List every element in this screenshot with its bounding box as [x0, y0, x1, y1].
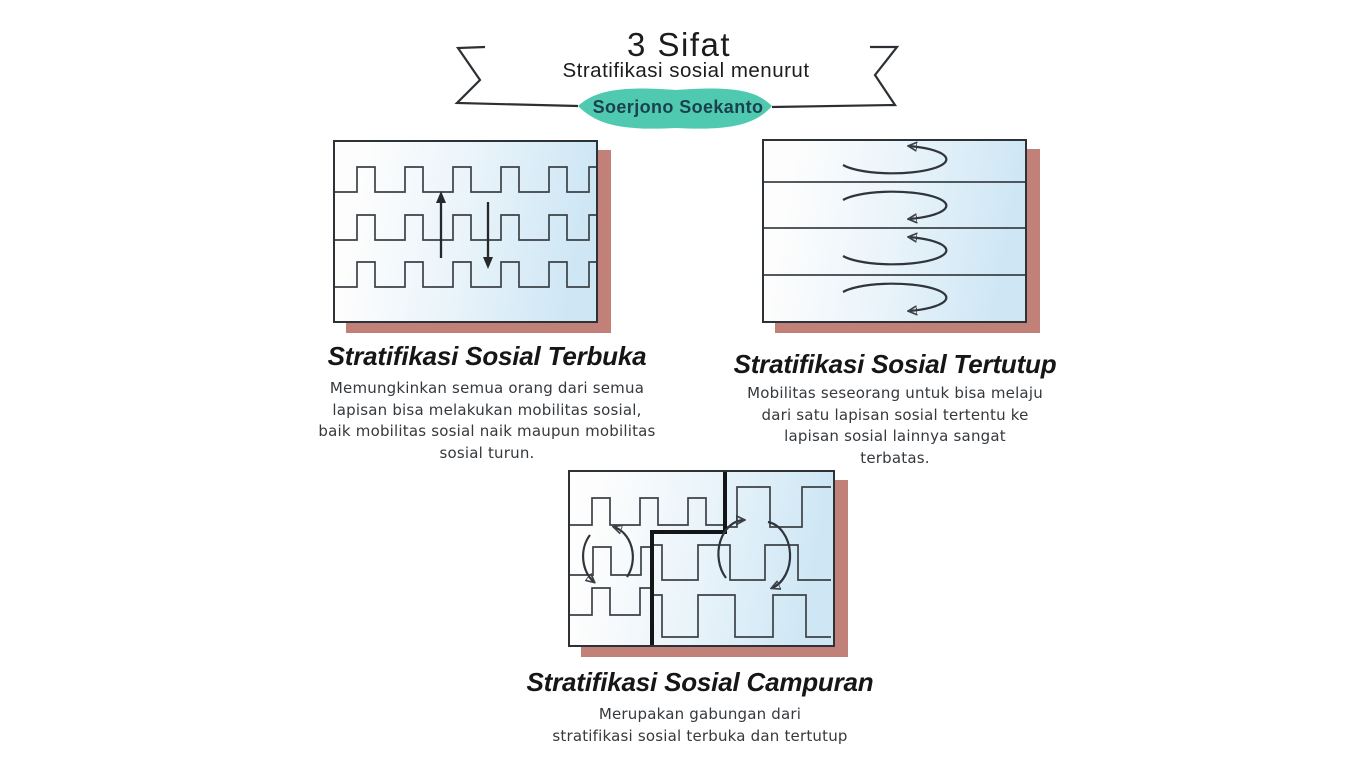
page-subtitle: Stratifikasi sosial menurut — [562, 59, 810, 82]
section-description-tertutup: Mobilitas seseorang untuk bisa melaju da… — [747, 384, 1043, 467]
strata-crenellation-rows — [335, 166, 596, 288]
section-title-campuran: Stratifikasi Sosial Campuran — [526, 667, 874, 697]
strata-layer-lines — [764, 181, 1025, 276]
ribbon-right-tail — [771, 45, 900, 109]
section-title-tertutup: Stratifikasi Sosial Tertutup — [733, 349, 1057, 379]
closed-side-crenellation-rows — [652, 486, 831, 638]
ribbon-left-tail — [454, 45, 579, 108]
right-cycle-arrow-icon — [717, 520, 792, 588]
open-closed-divider — [650, 472, 727, 645]
open-side-crenellation-rows — [570, 497, 725, 616]
author-banner-shape — [578, 88, 772, 129]
downward-mobility-arrow-icon — [483, 202, 493, 269]
open-stratification-diagram — [333, 140, 598, 323]
left-cycle-arrow-icon — [582, 527, 634, 582]
closed-stratification-diagram — [762, 139, 1027, 323]
upward-mobility-arrow-icon — [436, 191, 446, 258]
mixed-stratification-diagram — [568, 470, 835, 647]
section-title-terbuka: Stratifikasi Sosial Terbuka — [327, 341, 647, 371]
diagram-frame — [762, 139, 1027, 323]
closed-cycle-arrow-icons — [842, 146, 948, 311]
diagram-frame — [333, 140, 598, 323]
section-description-terbuka: Memungkinkan semua orang dari semua lapi… — [318, 379, 656, 462]
author-badge: Soerjono Soekanto — [592, 97, 764, 117]
title-ribbon — [454, 45, 900, 129]
diagram-frame — [568, 470, 835, 647]
section-description-campuran: Merupakan gabungan dari stratifikasi sos… — [552, 705, 848, 745]
page-title: 3 Sifat — [626, 26, 732, 63]
